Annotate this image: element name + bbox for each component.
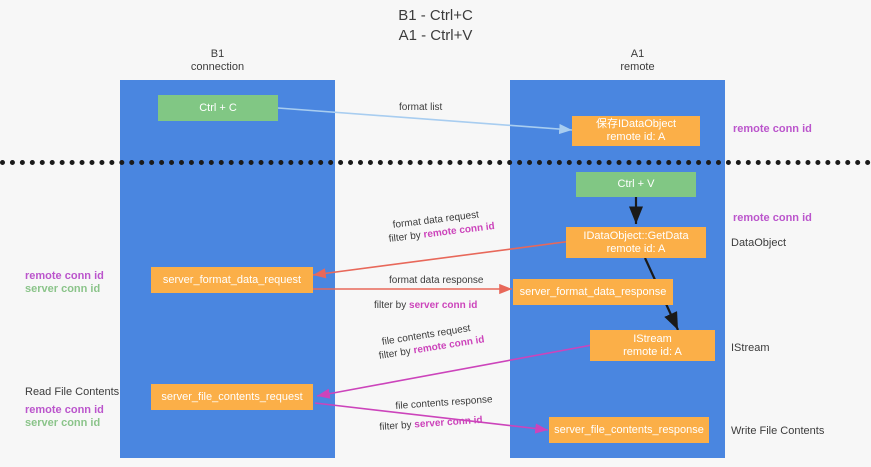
- box-server-format-data-request[interactable]: server_format_data_request: [151, 267, 313, 293]
- annotation-dataobject: DataObject: [731, 237, 787, 249]
- label-file-contents-response: file contents response: [395, 393, 493, 413]
- box-ctrl-v[interactable]: Ctrl + V: [576, 172, 696, 197]
- label-format-list-text: format list: [399, 102, 443, 113]
- box-server-file-contents-request-label: server_file_contents_request: [161, 390, 303, 403]
- box-server-format-data-response[interactable]: server_format_data_response: [513, 279, 673, 305]
- annotation-left-server-conn-id-1: server conn id: [25, 283, 101, 295]
- lane-header-a1: A1 remote: [560, 48, 715, 74]
- annotation-remote-conn-id-top: remote conn id: [733, 123, 812, 135]
- lane-header-b1: B1 connection: [140, 48, 295, 74]
- box-server-format-data-request-label: server_format_data_request: [162, 273, 302, 286]
- label-filter-key-server-conn-id-2: server conn id: [414, 414, 483, 431]
- box-server-file-contents-request[interactable]: server_file_contents_request: [151, 384, 313, 410]
- box-server-format-data-response-label: server_format_data_response: [519, 285, 667, 298]
- box-server-file-contents-response[interactable]: server_file_contents_response: [549, 417, 709, 443]
- box-istream[interactable]: IStream remote id: A: [590, 330, 715, 361]
- label-filter-key-server-conn-id: server conn id: [409, 300, 478, 311]
- phase-divider: [0, 160, 871, 165]
- lane-header-b1-line1: B1: [210, 48, 225, 60]
- annotation-left-remote-conn-id-1: remote conn id: [25, 270, 104, 282]
- box-idataobject-getdata[interactable]: IDataObject::GetData remote id: A: [566, 227, 706, 258]
- box-ctrl-v-label: Ctrl + V: [617, 178, 655, 190]
- box-istream-line1: IStream: [633, 332, 672, 345]
- annotation-remote-conn-id-mid: remote conn id: [733, 212, 812, 224]
- label-format-data-response: format data response: [389, 274, 484, 287]
- box-server-file-contents-response-label: server_file_contents_response: [554, 423, 704, 436]
- label-file-contents-response-text: file contents response: [395, 394, 493, 412]
- annotation-write-file-contents: Write File Contents: [731, 425, 825, 437]
- label-format-data-response-filter: filter by server conn id: [374, 299, 477, 312]
- label-format-list: format list: [399, 101, 442, 114]
- box-ctrl-c-label: Ctrl + C: [199, 101, 237, 114]
- label-filter-prefix-2: filter by: [374, 300, 410, 311]
- annotation-left-server-conn-id-2: server conn id: [25, 417, 101, 429]
- title-line-1: B1 - Ctrl+C: [398, 7, 473, 24]
- box-idataobject-getdata-line1: IDataObject::GetData: [583, 229, 689, 242]
- lane-header-a1-line2: remote: [620, 61, 655, 73]
- box-idataobject-getdata-line2: remote id: A: [606, 242, 666, 255]
- label-file-contents-response-filter: filter by server conn id: [379, 414, 483, 434]
- lane-header-b1-line2: connection: [190, 61, 245, 73]
- box-save-dataobject-line1: 保存IDataObject: [595, 118, 677, 130]
- box-save-dataobject-line2: remote id: A: [606, 131, 666, 143]
- box-save-dataobject[interactable]: 保存IDataObject remote id: A: [572, 116, 700, 146]
- label-format-data-response-text: format data response: [389, 275, 484, 286]
- box-istream-line2: remote id: A: [623, 345, 682, 358]
- annotation-read-file-contents: Read File Contents: [25, 386, 120, 398]
- label-filter-prefix: filter by: [388, 229, 425, 245]
- box-ctrl-c[interactable]: Ctrl + C: [158, 95, 278, 121]
- label-filter-prefix-4: filter by: [379, 419, 415, 433]
- annotation-istream: IStream: [731, 342, 770, 354]
- diagram-title: B1 - Ctrl+C A1 - Ctrl+V: [0, 6, 871, 46]
- lane-header-a1-line1: A1: [630, 48, 645, 60]
- title-line-2: A1 - Ctrl+V: [398, 27, 473, 44]
- annotation-left-remote-conn-id-2: remote conn id: [25, 404, 104, 416]
